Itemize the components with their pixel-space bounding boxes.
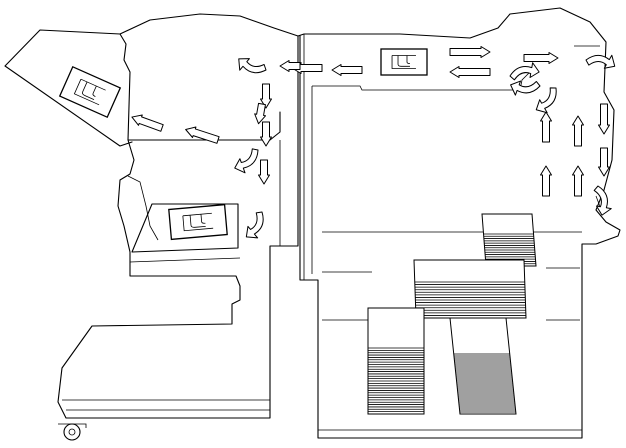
flow-arrow <box>540 111 552 143</box>
flow-arrow <box>572 165 584 197</box>
lower-output-tray <box>131 203 239 253</box>
paper-stack-tall-right <box>449 317 517 415</box>
curved-flow-arrow <box>510 80 541 96</box>
flow-arrow <box>449 46 491 58</box>
finisher-unit-left <box>4 13 299 441</box>
flow-arrow <box>540 165 552 197</box>
flow-arrow <box>279 60 301 72</box>
flow-arrow <box>185 126 220 144</box>
paper-stack-medium <box>413 259 527 319</box>
paper-flow-arrows <box>131 46 616 239</box>
flow-arrow <box>260 121 272 147</box>
curved-flow-arrow <box>238 58 267 74</box>
caster-wheel <box>63 423 81 441</box>
curved-flow-arrow <box>245 211 264 239</box>
flow-arrow <box>572 115 584 147</box>
upper-output-tray <box>4 13 299 147</box>
flow-arrow <box>449 66 491 78</box>
paper-sheet-icon <box>168 203 228 241</box>
paper-sheet-icon <box>380 48 428 76</box>
flow-arrow <box>523 52 559 64</box>
paper-stacks <box>367 213 537 415</box>
sheet-icons <box>58 48 428 241</box>
flow-arrow <box>598 147 610 177</box>
flow-arrow <box>598 103 610 135</box>
paper-stack-tall-left <box>367 307 425 415</box>
upper-tray-body <box>119 33 281 141</box>
flow-arrow <box>131 114 164 132</box>
flow-arrow <box>254 102 267 125</box>
curved-flow-arrow <box>535 87 557 114</box>
paper-sheet-icon <box>58 65 122 119</box>
curved-flow-arrow <box>509 62 540 81</box>
finisher-body <box>57 35 299 419</box>
flow-arrow <box>258 159 270 185</box>
curved-flow-arrow <box>585 54 616 69</box>
curved-flow-arrow <box>593 185 612 216</box>
main-unit-right <box>297 7 621 439</box>
curved-flow-arrow <box>234 148 259 174</box>
flow-arrow <box>331 64 363 76</box>
main-body-outline <box>297 7 621 439</box>
flow-arrow <box>260 83 272 109</box>
paper-stack-small <box>481 213 537 267</box>
